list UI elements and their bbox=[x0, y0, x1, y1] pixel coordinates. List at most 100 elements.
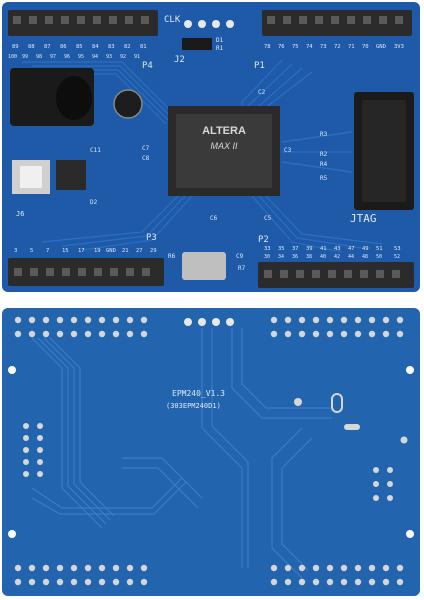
back-via-pad bbox=[294, 398, 302, 406]
pin-labels-bottom-right-sub: 30 34 36 38 40 42 44 48 50 52 bbox=[264, 254, 400, 260]
svg-text:53: 53 bbox=[394, 246, 401, 252]
svg-text:75: 75 bbox=[292, 44, 299, 50]
back-silk-part: (303EPM240D1) bbox=[166, 402, 221, 410]
svg-text:100: 100 bbox=[8, 54, 17, 60]
svg-text:76: 76 bbox=[278, 44, 285, 50]
label-c11: C11 bbox=[90, 147, 101, 154]
pcb-back-substrate bbox=[2, 308, 420, 596]
label-p2: P2 bbox=[258, 235, 269, 245]
svg-text:35: 35 bbox=[278, 246, 285, 252]
header-p1-pins bbox=[267, 16, 403, 24]
dc-jack-socket bbox=[56, 76, 92, 120]
svg-text:72: 72 bbox=[334, 44, 341, 50]
svg-text:30: 30 bbox=[264, 254, 270, 260]
label-c5: C5 bbox=[264, 215, 272, 222]
pin-labels-top-right: 78 76 75 74 73 72 71 70 GND 3V3 bbox=[264, 44, 404, 50]
label-r4: R4 bbox=[320, 161, 328, 168]
svg-text:86: 86 bbox=[60, 44, 67, 50]
svg-text:21: 21 bbox=[122, 248, 129, 254]
label-j2: J2 bbox=[174, 55, 185, 65]
label-jtag: JTAG bbox=[350, 212, 377, 225]
svg-text:GND: GND bbox=[376, 44, 386, 50]
back-silk-version: EPM240_V1.3 bbox=[172, 389, 225, 398]
svg-text:44: 44 bbox=[348, 254, 354, 260]
jtag-socket bbox=[362, 100, 406, 202]
label-r7: R7 bbox=[238, 265, 246, 272]
pcb-front: ALTERA MAX II bbox=[2, 2, 420, 292]
svg-text:97: 97 bbox=[50, 54, 56, 60]
back-right-pads bbox=[373, 436, 408, 501]
svg-text:51: 51 bbox=[376, 246, 383, 252]
svg-text:83: 83 bbox=[108, 44, 115, 50]
svg-text:71: 71 bbox=[348, 44, 355, 50]
svg-text:89: 89 bbox=[12, 44, 19, 50]
svg-text:92: 92 bbox=[120, 54, 126, 60]
svg-text:78: 78 bbox=[264, 44, 271, 50]
pin-labels-top-left-sub: 100 99 98 97 96 95 94 93 92 91 bbox=[8, 54, 140, 60]
pin-labels-bottom-left: 3 5 7 15 17 19 GND 21 27 29 bbox=[14, 248, 157, 254]
pcb-back-traces bbox=[31, 328, 332, 579]
pcb-front-art: ALTERA MAX II bbox=[2, 2, 420, 292]
label-c9: C9 bbox=[236, 253, 244, 260]
svg-text:52: 52 bbox=[394, 254, 400, 260]
label-r2: R2 bbox=[320, 151, 328, 158]
back-top-left-pads bbox=[14, 316, 148, 338]
svg-text:37: 37 bbox=[292, 246, 299, 252]
svg-text:82: 82 bbox=[124, 44, 131, 50]
pin-labels-top-left: 89 88 87 86 85 84 83 82 81 bbox=[12, 44, 147, 50]
label-c7: C7 bbox=[142, 145, 150, 152]
label-p3: P3 bbox=[146, 233, 157, 243]
svg-text:17: 17 bbox=[78, 248, 85, 254]
back-clk-pads bbox=[184, 318, 234, 326]
back-left-pads bbox=[23, 423, 43, 477]
label-j6: J6 bbox=[16, 210, 24, 218]
pcb-back-art: EPM240_V1.3 (303EPM240D1) bbox=[2, 308, 420, 596]
svg-text:40: 40 bbox=[320, 254, 326, 260]
svg-text:85: 85 bbox=[76, 44, 83, 50]
svg-text:91: 91 bbox=[134, 54, 140, 60]
electrolytic-capacitor bbox=[113, 89, 143, 119]
back-mount-holes bbox=[8, 366, 414, 538]
header-p3-pins bbox=[14, 268, 150, 276]
svg-text:7: 7 bbox=[46, 248, 49, 254]
label-r3: R3 bbox=[320, 131, 328, 138]
back-top-right-pads bbox=[270, 316, 404, 338]
label-r1: R1 bbox=[216, 45, 224, 52]
svg-text:3: 3 bbox=[14, 248, 17, 254]
svg-text:50: 50 bbox=[376, 254, 382, 260]
back-slot-pad bbox=[331, 393, 343, 413]
label-p1: P1 bbox=[254, 61, 265, 71]
svg-text:99: 99 bbox=[22, 54, 28, 60]
svg-text:19: 19 bbox=[94, 248, 101, 254]
svg-text:41: 41 bbox=[320, 246, 327, 252]
regulator-tab bbox=[20, 166, 42, 188]
svg-text:39: 39 bbox=[306, 246, 313, 252]
svg-text:98: 98 bbox=[36, 54, 42, 60]
svg-text:27: 27 bbox=[136, 248, 143, 254]
svg-text:95: 95 bbox=[78, 54, 84, 60]
svg-text:GND: GND bbox=[106, 248, 116, 254]
back-oval-pad bbox=[344, 424, 360, 430]
svg-text:42: 42 bbox=[334, 254, 340, 260]
header-p4-pins bbox=[13, 16, 149, 24]
svg-text:3V3: 3V3 bbox=[394, 44, 404, 50]
chip-brand: ALTERA bbox=[202, 125, 246, 137]
svg-text:48: 48 bbox=[362, 254, 368, 260]
svg-text:5: 5 bbox=[30, 248, 33, 254]
label-r6: R6 bbox=[168, 253, 176, 260]
cpld-chip bbox=[176, 114, 272, 188]
jumper-j2 bbox=[182, 38, 212, 50]
svg-text:70: 70 bbox=[362, 44, 369, 50]
svg-text:87: 87 bbox=[44, 44, 51, 50]
svg-text:36: 36 bbox=[292, 254, 298, 260]
back-bottom-right-pads bbox=[270, 564, 404, 586]
svg-text:38: 38 bbox=[306, 254, 312, 260]
label-c8: C8 bbox=[142, 155, 150, 162]
svg-text:47: 47 bbox=[348, 246, 355, 252]
chip-series: MAX II bbox=[210, 141, 238, 151]
svg-text:96: 96 bbox=[64, 54, 70, 60]
svg-text:73: 73 bbox=[320, 44, 327, 50]
label-r5: R5 bbox=[320, 175, 328, 182]
clk-pads bbox=[184, 20, 234, 28]
